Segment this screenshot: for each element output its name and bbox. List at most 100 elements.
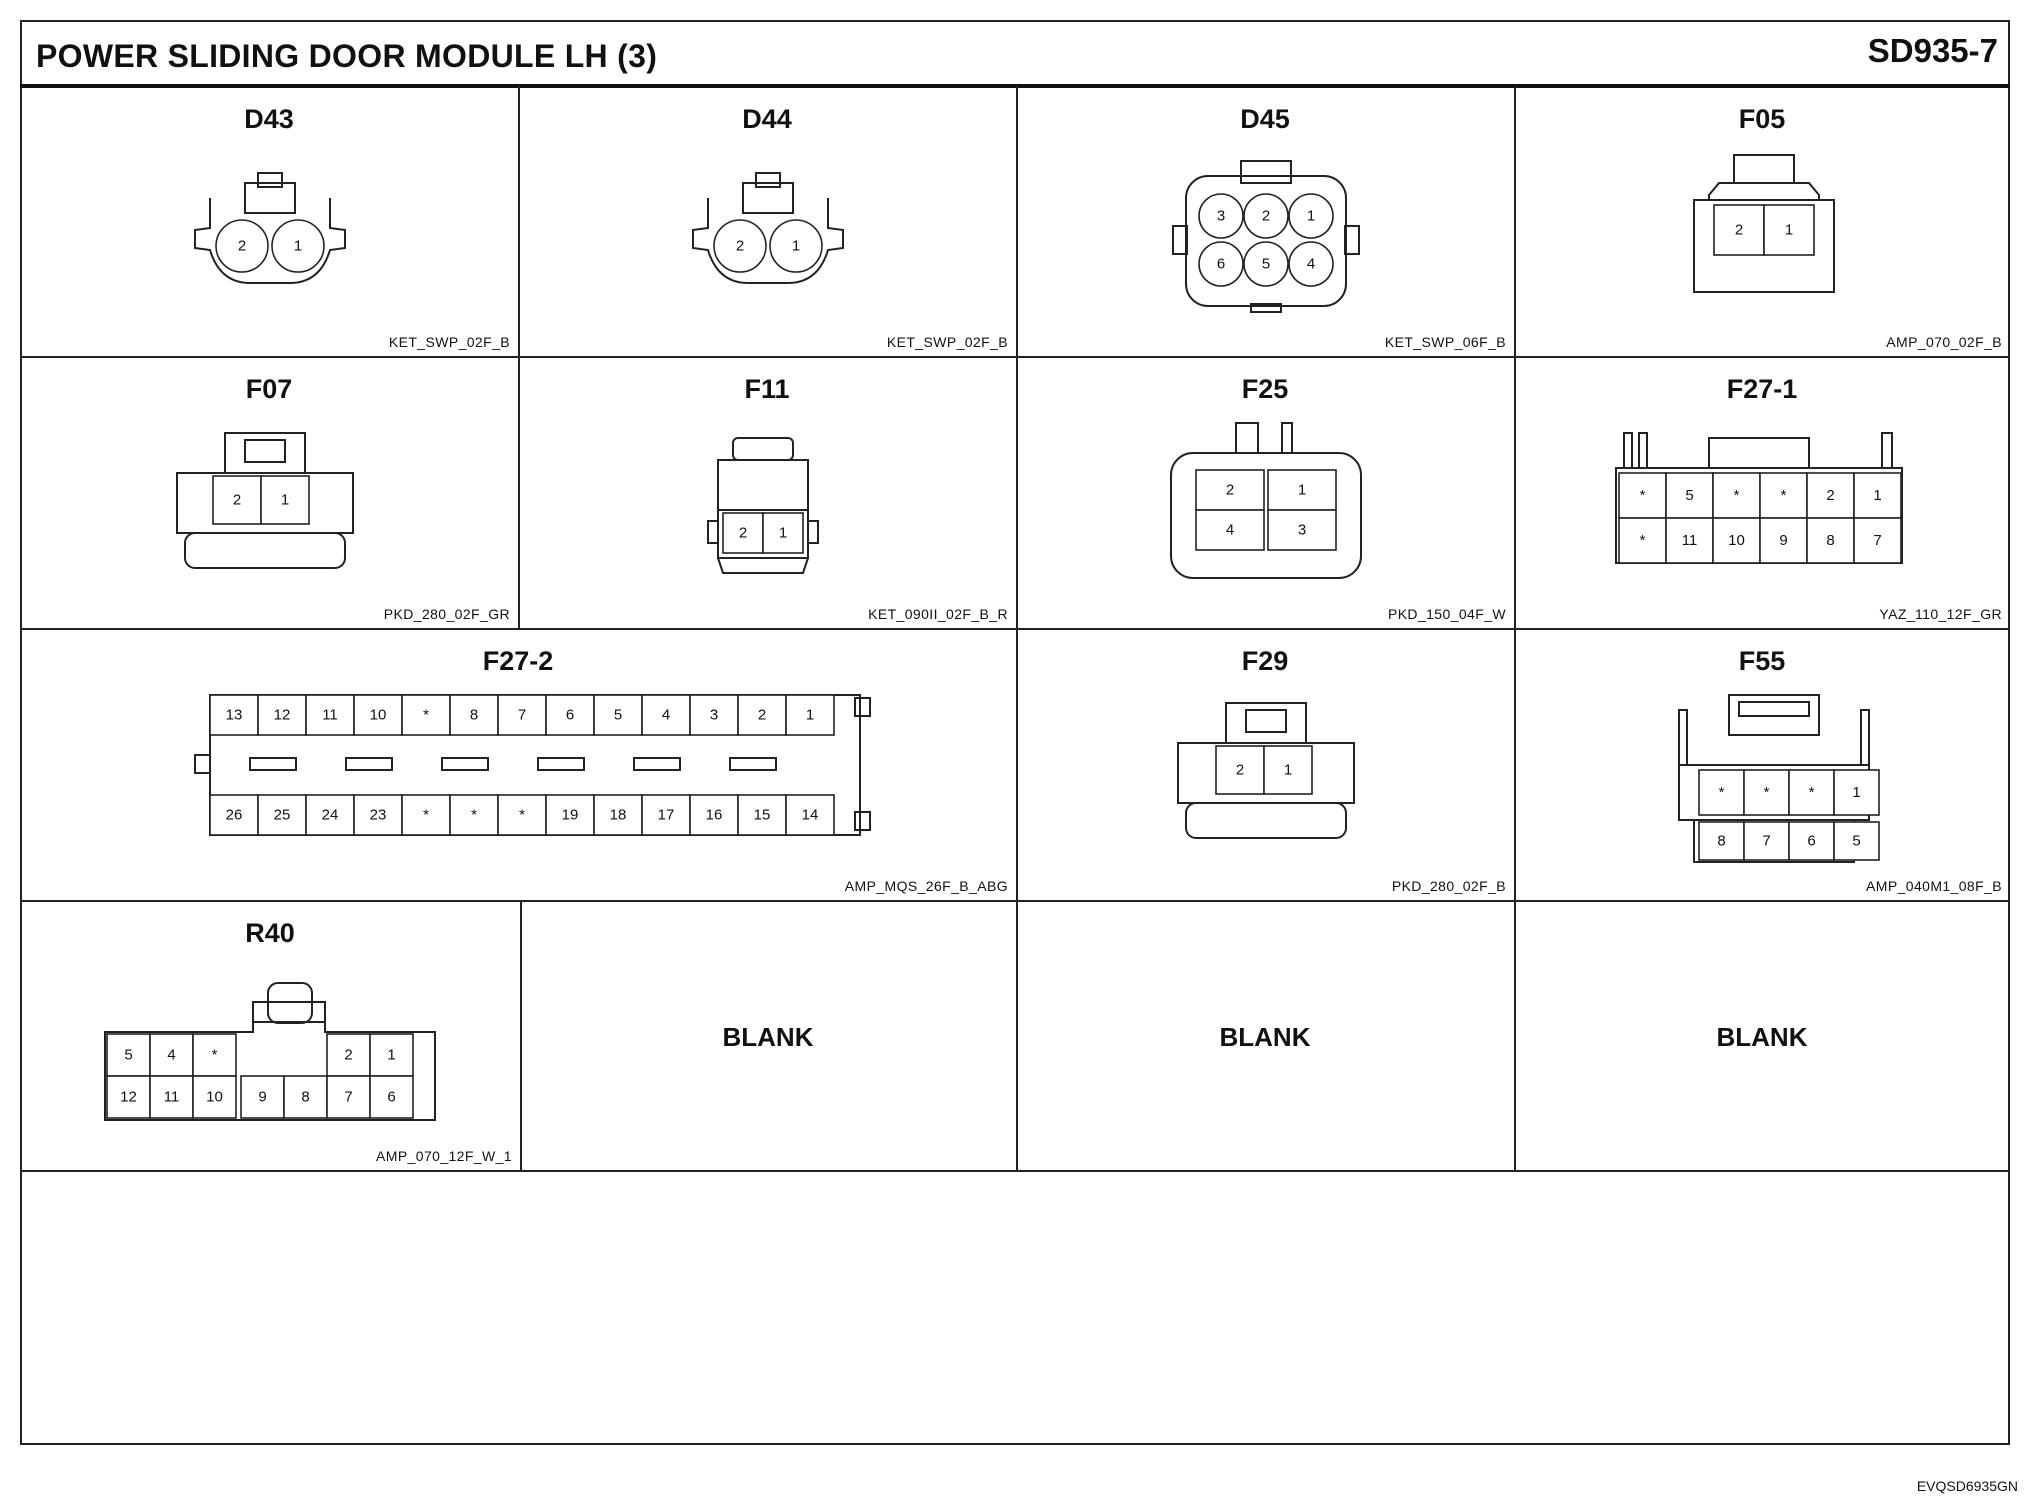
latch-slot (537, 757, 585, 771)
connector-part-code: PKD_280_02F_GR (383, 606, 510, 622)
connector-part-code: AMP_070_02F_B (1886, 334, 2002, 350)
pin-cavity (209, 694, 259, 736)
pin-label: 1 (1873, 487, 1881, 504)
pin-label: 1 (792, 238, 800, 255)
pin-label: 2 (758, 707, 766, 724)
pin-cavity (1833, 821, 1880, 861)
pin-label: 1 (1284, 762, 1292, 779)
pin-label: 15 (754, 807, 771, 824)
pin-label: 17 (658, 807, 675, 824)
pin-label: 11 (1682, 532, 1698, 549)
connector-part-code: AMP_040M1_08F_B (1866, 878, 2002, 894)
grid-line (520, 900, 522, 1170)
pin-label: 7 (344, 1089, 352, 1106)
connector-cell-f25: F25 2 1 4 3 PKD_150_04F_W (1016, 358, 1514, 628)
blank-cell: BLANK (520, 902, 1016, 1170)
pin-label: 2 (344, 1047, 352, 1064)
pin-label: * (1640, 532, 1646, 549)
connector-face-icon: 3 2 1 6 5 4 (1172, 160, 1360, 313)
pin-label: 9 (258, 1089, 266, 1106)
pin-label: 2 (1735, 222, 1743, 239)
connector-face-icon: 2 1 (1693, 154, 1835, 293)
connector-cell-d43: D43 2 1 KET_SWP_02F_B (20, 88, 518, 356)
pin-cavity (497, 694, 547, 736)
pin-cavity (192, 1033, 237, 1077)
connector-face-icon: 2 1 4 3 (1170, 422, 1362, 579)
pin-label: 1 (1298, 482, 1306, 499)
pin-cavity (1853, 472, 1902, 519)
connector-name: F27-1 (1726, 374, 1798, 404)
latch-slot (441, 757, 489, 771)
pin-cavity (785, 794, 835, 836)
pin-cavity (106, 1075, 151, 1119)
pin-label: 2 (736, 238, 744, 255)
pin-cavity (449, 794, 499, 836)
pin-label: 8 (470, 707, 478, 724)
pin-label: 2 (238, 238, 246, 255)
latch-slot (249, 757, 297, 771)
pin-cavity (1665, 472, 1714, 519)
connector-cell-d44: D44 2 1 KET_SWP_02F_B (518, 88, 1016, 356)
connector-name: D45 (1240, 104, 1290, 134)
pin-label: 3 (1217, 208, 1225, 225)
blank-cell: BLANK (1514, 902, 2010, 1170)
connector-part-code: YAZ_110_12F_GR (1879, 606, 2002, 622)
connector-part-code: KET_090II_02F_B_R (868, 606, 1008, 622)
pin-cavity (353, 694, 403, 736)
pin-label: * (1764, 784, 1770, 801)
pin-cavity (1743, 821, 1790, 861)
page-title: POWER SLIDING DOOR MODULE LH (3) (36, 38, 658, 74)
pin-cavity (1853, 517, 1902, 564)
pin-label: 11 (164, 1089, 180, 1106)
document-code: EVQSD6935GN (1916, 1478, 2018, 1494)
pin-cavity (257, 694, 307, 736)
pin-label: 3 (1298, 522, 1306, 539)
connector-part-code: KET_SWP_06F_B (1384, 334, 1506, 350)
pin-cavity (401, 694, 451, 736)
pin-label: 5 (1262, 256, 1270, 273)
pin-label: 14 (802, 807, 819, 824)
pin-label: * (1640, 487, 1646, 504)
pin-label: * (212, 1047, 218, 1064)
grid-line (20, 628, 2010, 630)
connector-face-icon: 2 1 (194, 172, 346, 284)
blank-label: BLANK (1219, 1022, 1311, 1052)
pin-label: 8 (1826, 532, 1834, 549)
pin-label: 19 (562, 807, 579, 824)
connector-face-icon: 2 1 (1177, 702, 1355, 839)
pin-label: 9 (1779, 532, 1787, 549)
title-divider (20, 84, 2010, 88)
pin-cavity (1665, 517, 1714, 564)
pin-label: 10 (370, 707, 387, 724)
pin-cavity (326, 1033, 371, 1077)
grid-line (20, 1170, 2010, 1172)
pin-label: 7 (1762, 833, 1770, 850)
connector-name: D44 (742, 104, 792, 134)
pin-cavity (257, 794, 307, 836)
blank-label: BLANK (722, 1022, 814, 1052)
pin-label: 1 (281, 492, 289, 509)
pin-label: 5 (124, 1047, 132, 1064)
pin-label: 4 (1307, 256, 1315, 273)
pin-cavity (369, 1075, 414, 1119)
pin-label: 12 (274, 707, 291, 724)
pin-label: 2 (233, 492, 241, 509)
pin-cavity (192, 1075, 237, 1119)
connector-cell-f11: F11 2 1 KET_090II_02F_B_R (518, 358, 1016, 628)
pin-label: 7 (1873, 532, 1881, 549)
pin-label: 2 (1226, 482, 1234, 499)
pin-label: * (471, 807, 477, 824)
connector-part-code: AMP_070_12F_W_1 (376, 1148, 512, 1164)
connector-part-code: PKD_150_04F_W (1387, 606, 1506, 622)
pin-label: 10 (1728, 532, 1745, 549)
pin-label: 10 (206, 1089, 223, 1106)
pin-label: 25 (274, 807, 291, 824)
connector-name: F25 (1241, 374, 1289, 404)
pin-cavity (401, 794, 451, 836)
connector-name: D43 (244, 104, 294, 134)
